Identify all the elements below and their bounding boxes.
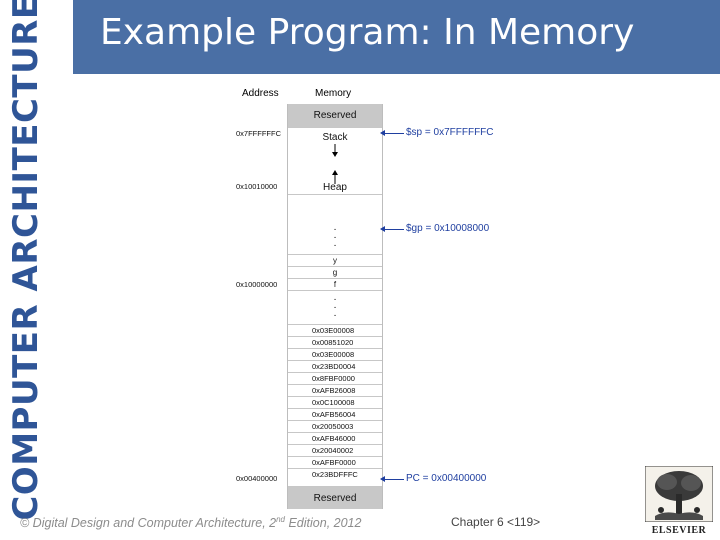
elsevier-tree-icon [644,465,714,523]
instruction-word: 0x03E00008 [288,324,382,336]
reserved-top: Reserved [288,104,382,127]
side-banner-text: COMPUTER ARCHITECTURE [6,0,46,520]
ellipsis-upper: ··· [333,224,337,251]
global-f: f [288,278,382,290]
gp-arrow-icon [380,226,404,232]
instruction-word: 0x20040002 [288,444,382,456]
globals-boundary [288,290,382,291]
memory-column-header: Memory [315,88,352,99]
address-heap: 0x10010000 [236,182,278,191]
instruction-word: 0xAFB26008 [288,384,382,396]
address-column-header: Address [242,88,279,99]
side-banner: COMPUTER ARCHITECTURE [0,0,52,520]
slide-title: Example Program: In Memory [100,12,635,53]
stack-down-arrow-icon [332,144,338,157]
sp-pointer-label: $sp = 0x7FFFFFFC [406,127,494,138]
instruction-word: 0x00851020 [288,336,382,348]
instruction-word: 0xAFB56004 [288,408,382,420]
reserved-bottom: Reserved [288,486,382,509]
stack-label: Stack [288,127,382,147]
instruction-word: 0x23BD0004 [288,360,382,372]
instruction-word: 0x8FBF0000 [288,372,382,384]
pc-pointer-label: PC = 0x00400000 [406,473,487,484]
instruction-word: 0xAFB46000 [288,432,382,444]
chapter-page-label: Chapter 6 <119> [451,515,541,529]
publisher-logo: ELSEVIER [644,465,714,536]
address-stack: 0x7FFFFFFC [236,129,281,138]
instruction-word: 0xAFBF0000 [288,456,382,468]
heap-up-arrow-icon [332,170,338,184]
instruction-word: 0x23BDFFFC [288,468,382,480]
elsevier-wordmark: ELSEVIER [651,525,707,536]
instruction-word: 0x0C100008 [288,396,382,408]
global-y: y [288,254,382,266]
instruction-word: 0x20050003 [288,420,382,432]
copyright-footer: © Digital Design and Computer Architectu… [20,515,362,531]
ellipsis-lower: ··· [333,294,337,321]
address-globals: 0x10000000 [236,280,278,289]
heap-label: Heap [323,182,347,193]
address-text: 0x00400000 [236,474,278,483]
gp-pointer-label: $gp = 0x10008000 [406,223,490,234]
title-bar [73,0,720,74]
global-g: g [288,266,382,278]
heap-boundary [288,194,382,195]
instruction-word: 0x03E00008 [288,348,382,360]
sp-arrow-icon [380,130,404,136]
memory-column: Reserved Stack Heap ··· y g f ··· 0x03E0… [287,104,383,509]
pc-arrow-icon [380,476,404,482]
